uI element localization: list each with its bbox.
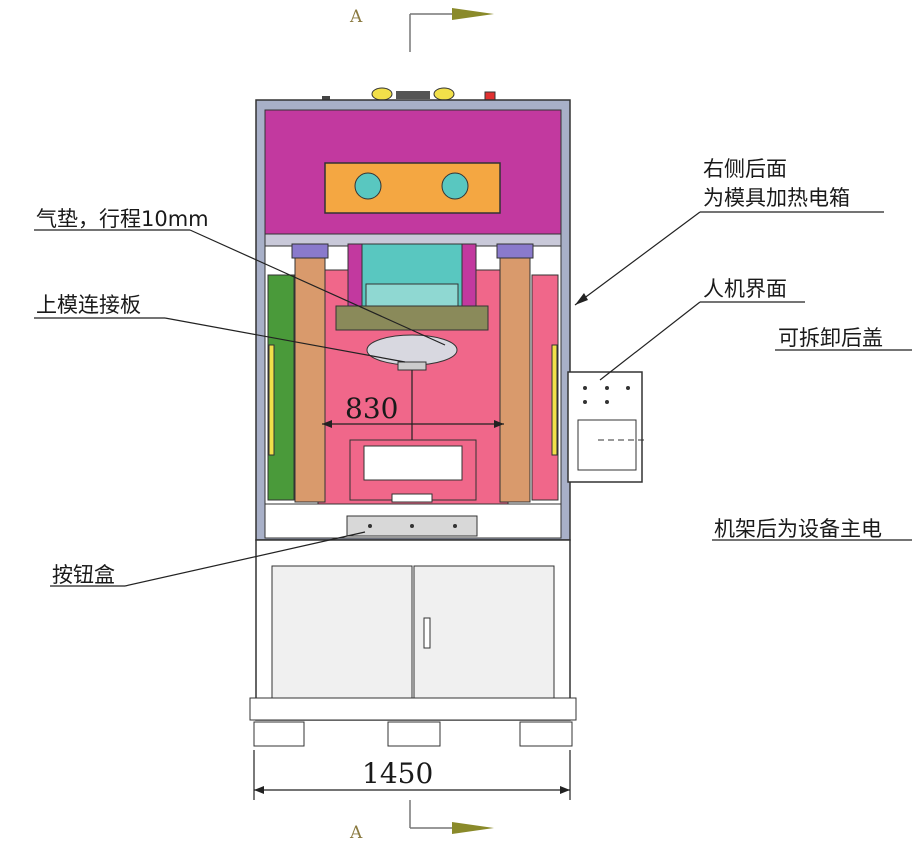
label-rear-cover: 可拆卸后盖 bbox=[778, 326, 883, 350]
foot bbox=[253, 721, 305, 747]
dim-inner-width: 830 bbox=[345, 392, 398, 425]
label-hmi: 人机界面 bbox=[703, 277, 787, 301]
bolt-icon bbox=[441, 172, 469, 200]
upper-platen bbox=[335, 305, 489, 331]
dim-overall-width: 1450 bbox=[362, 757, 433, 790]
right-column bbox=[499, 251, 531, 503]
top-knobs bbox=[322, 87, 455, 102]
foot bbox=[387, 721, 441, 747]
cabinet-door-right bbox=[413, 565, 555, 705]
section-letter-bottom: A bbox=[349, 823, 363, 843]
label-button-box: 按钮盒 bbox=[52, 563, 115, 587]
bolt-icon bbox=[354, 172, 382, 200]
label-right-rear: 右侧后面 bbox=[703, 157, 787, 181]
section-arrow-top bbox=[409, 8, 494, 52]
label-mold-heating: 为模具加热电箱 bbox=[703, 186, 850, 210]
label-frame-rear: 机架后为设备主电 bbox=[714, 517, 882, 541]
cylinder-plate bbox=[324, 162, 501, 214]
cabinet-door-left bbox=[271, 565, 413, 705]
section-arrow-bottom bbox=[409, 800, 494, 834]
label-upper-plate: 上模连接板 bbox=[36, 293, 141, 317]
label-air-cushion: 气垫，行程10mm bbox=[36, 207, 209, 231]
door-handle-icon bbox=[423, 617, 431, 649]
foot bbox=[519, 721, 573, 747]
air-cushion bbox=[366, 334, 458, 366]
section-letter-top: A bbox=[349, 7, 363, 27]
